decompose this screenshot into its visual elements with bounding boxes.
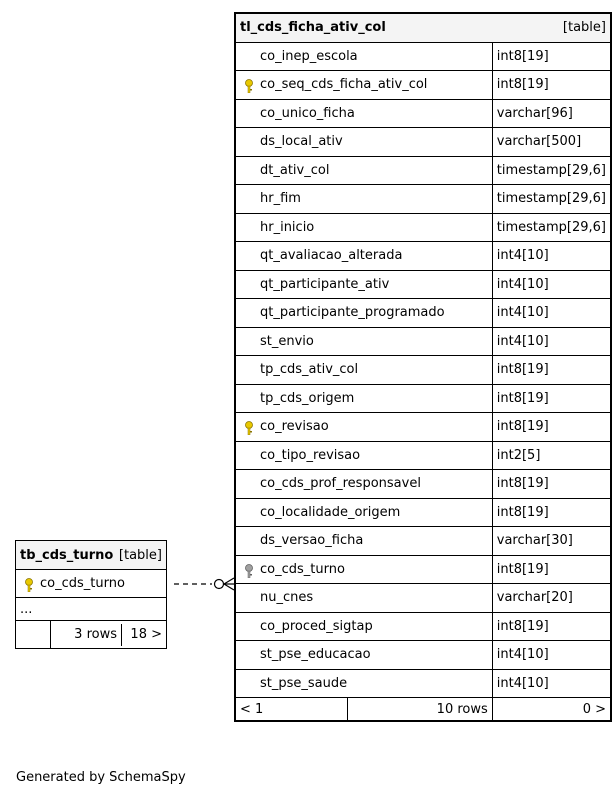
column-name[interactable]: qt_participante_programado [260, 305, 445, 321]
column-row: tp_cds_ativ_col int8[19] [234, 355, 612, 385]
footer-rows: 10 rows [346, 697, 493, 722]
column-row: ds_local_ativ varchar[500] [234, 127, 612, 157]
column-name[interactable]: dt_ativ_col [260, 162, 330, 178]
column-type: int2[5] [491, 440, 612, 470]
footer-children[interactable]: 0 > [491, 697, 612, 722]
column-type: timestamp[29,6] [491, 212, 612, 242]
column-name[interactable]: qt_avaliacao_alterada [260, 248, 403, 264]
column-row: co_inep_escola int8[19] [234, 41, 612, 71]
column-row: ds_versao_ficha varchar[30] [234, 526, 612, 556]
column-name[interactable]: ds_versao_ficha [260, 533, 364, 549]
column-name[interactable]: co_tipo_revisao [260, 447, 361, 463]
column-row: co_tipo_revisao int2[5] [234, 440, 612, 470]
column-row: hr_inicio timestamp[29,6] [234, 212, 612, 242]
table-tl-cds-ficha-ativ-col: tl_cds_ficha_ativ_col [table] co_inep_es… [234, 12, 612, 722]
primary-key-icon [25, 578, 33, 592]
column-type: varchar[500] [491, 127, 612, 157]
table-footer: 3 rows 18 > [15, 620, 167, 649]
table-name[interactable]: tl_cds_ficha_ativ_col [240, 20, 386, 36]
column-type: int8[19] [491, 469, 612, 499]
column-type: int4[10] [491, 668, 612, 698]
column-name[interactable]: ds_local_ativ [260, 134, 343, 150]
column-type: int8[19] [491, 554, 612, 584]
column-name[interactable]: co_localidade_origem [260, 504, 401, 520]
column-type: int8[19] [491, 70, 612, 100]
column-row: co_revisao int8[19] [234, 412, 612, 442]
column-row: nu_cnes varchar[20] [234, 583, 612, 613]
column-type: int8[19] [491, 611, 612, 641]
column-type: varchar[30] [491, 526, 612, 556]
column-name[interactable]: co_proced_sigtap [260, 618, 373, 634]
column-type: int8[19] [491, 383, 612, 413]
column-row: co_proced_sigtap int8[19] [234, 611, 612, 641]
footer-parents [15, 620, 51, 649]
column-type: int4[10] [491, 326, 612, 356]
column-name[interactable]: qt_participante_ativ [260, 276, 390, 292]
column-type: timestamp[29,6] [491, 155, 612, 185]
table-header: tb_cds_turno [table] [15, 540, 167, 570]
column-row: tp_cds_origem int8[19] [234, 383, 612, 413]
column-type: varchar[20] [491, 583, 612, 613]
column-row: hr_fim timestamp[29,6] [234, 184, 612, 214]
column-type: int4[10] [491, 269, 612, 299]
primary-key-icon [245, 79, 253, 93]
column-row: co_unico_ficha varchar[96] [234, 98, 612, 128]
column-row: co_cds_turno [15, 569, 167, 598]
column-row: dt_ativ_col timestamp[29,6] [234, 155, 612, 185]
ellipsis: ... [15, 597, 167, 621]
ellipsis-row: ... [15, 597, 167, 621]
column-row: qt_participante_programado int4[10] [234, 298, 612, 328]
column-row: co_localidade_origem int8[19] [234, 497, 612, 527]
table-kind: [table] [562, 20, 606, 36]
footer-rows: 3 rows [51, 623, 122, 646]
column-name[interactable]: hr_inicio [260, 219, 315, 235]
column-row: qt_avaliacao_alterada int4[10] [234, 241, 612, 271]
column-name[interactable]: co_cds_turno [40, 576, 125, 591]
column-name[interactable]: nu_cnes [260, 590, 314, 606]
table-header: tl_cds_ficha_ativ_col [table] [234, 12, 612, 43]
column-type: int8[19] [491, 41, 612, 71]
column-name[interactable]: st_pse_educacao [260, 647, 371, 663]
column-name[interactable]: st_pse_saude [260, 675, 348, 691]
column-type: timestamp[29,6] [491, 184, 612, 214]
zero-cardinality-marker [213, 578, 225, 590]
column-type: int4[10] [491, 640, 612, 670]
table-name[interactable]: tb_cds_turno [20, 547, 114, 563]
column-row: co_seq_cds_ficha_ativ_col int8[19] [234, 70, 612, 100]
column-row: co_cds_turno int8[19] [234, 554, 612, 584]
column-row: st_pse_saude int4[10] [234, 668, 612, 698]
column-name[interactable]: co_inep_escola [260, 48, 358, 64]
column-name[interactable]: hr_fim [260, 191, 301, 207]
footer-parents[interactable]: < 1 [234, 697, 348, 722]
column-type: int4[10] [491, 241, 612, 271]
column-type: varchar[96] [491, 98, 612, 128]
primary-key-icon [245, 421, 253, 435]
table-kind: [table] [118, 547, 162, 563]
column-name[interactable]: tp_cds_ativ_col [260, 362, 359, 378]
column-name[interactable]: tp_cds_origem [260, 390, 355, 406]
column-name[interactable]: co_unico_ficha [260, 105, 355, 121]
column-row: st_envio int4[10] [234, 326, 612, 356]
column-name[interactable]: co_cds_prof_responsavel [260, 476, 421, 492]
crowfoot-top [223, 577, 235, 585]
column-row: st_pse_educacao int4[10] [234, 640, 612, 670]
column-type: int8[19] [491, 497, 612, 527]
column-name[interactable]: co_seq_cds_ficha_ativ_col [260, 77, 428, 93]
foreign-key-icon [245, 563, 253, 578]
column-name[interactable]: co_cds_turno [260, 561, 345, 577]
column-type: int4[10] [491, 298, 612, 328]
column-name[interactable]: st_envio [260, 333, 314, 349]
column-type: int8[19] [491, 355, 612, 385]
footer-children[interactable]: 18 > [130, 627, 162, 642]
table-tb-cds-turno: tb_cds_turno [table] co_cds_turno ... [15, 540, 167, 649]
column-row: co_cds_prof_responsavel int8[19] [234, 469, 612, 499]
generated-by-label: Generated by SchemaSpy [16, 770, 186, 785]
crowfoot-bottom [223, 583, 235, 591]
column-row: qt_participante_ativ int4[10] [234, 269, 612, 299]
column-type: int8[19] [491, 412, 612, 442]
column-name[interactable]: co_revisao [260, 419, 329, 435]
